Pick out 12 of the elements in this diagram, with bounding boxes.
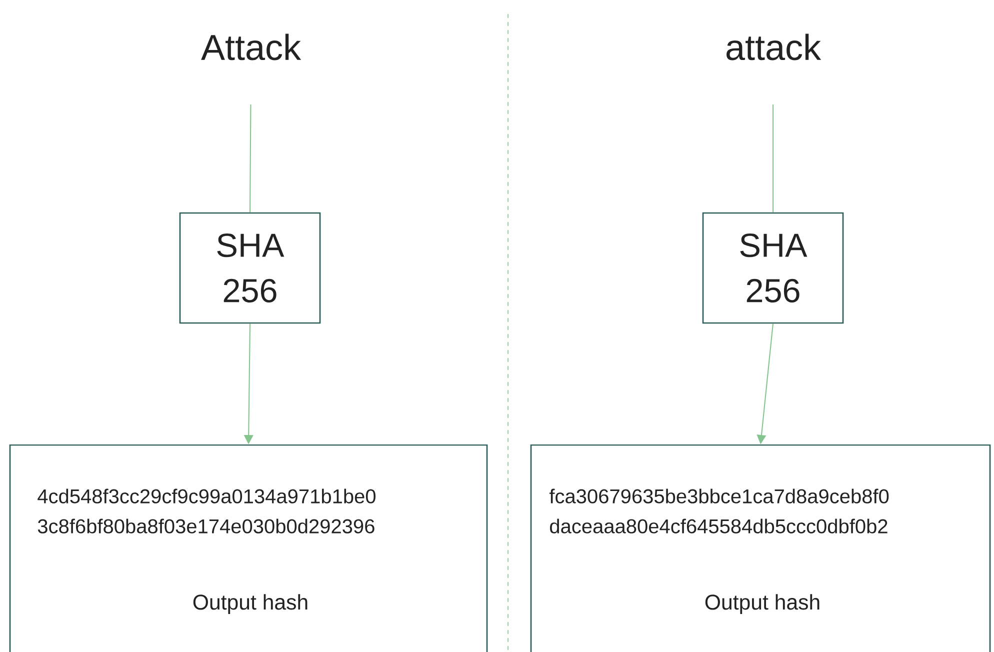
hash-text: fca30679635be3bbce1ca7d8a9ceb8f0 daceaaa80e4cf645584db5ccc0dbf0b2 [549, 488, 889, 534]
output-label: Output hash [705, 594, 820, 614]
process-box: SHA 256 [179, 212, 321, 324]
output-box [530, 444, 991, 652]
connector-line [249, 104, 252, 212]
title-text: Attack [201, 34, 302, 60]
output-box [9, 444, 488, 652]
title-text: attack [726, 34, 822, 60]
connector-line [772, 104, 774, 212]
process-box: SHA 256 [702, 212, 844, 324]
output-label: Output hash [193, 594, 308, 614]
hash-text: 4cd548f3cc29cf9c99a0134a971b1be0 3c8f6bf80ba8f03e174e030b0d292396 [38, 488, 376, 534]
